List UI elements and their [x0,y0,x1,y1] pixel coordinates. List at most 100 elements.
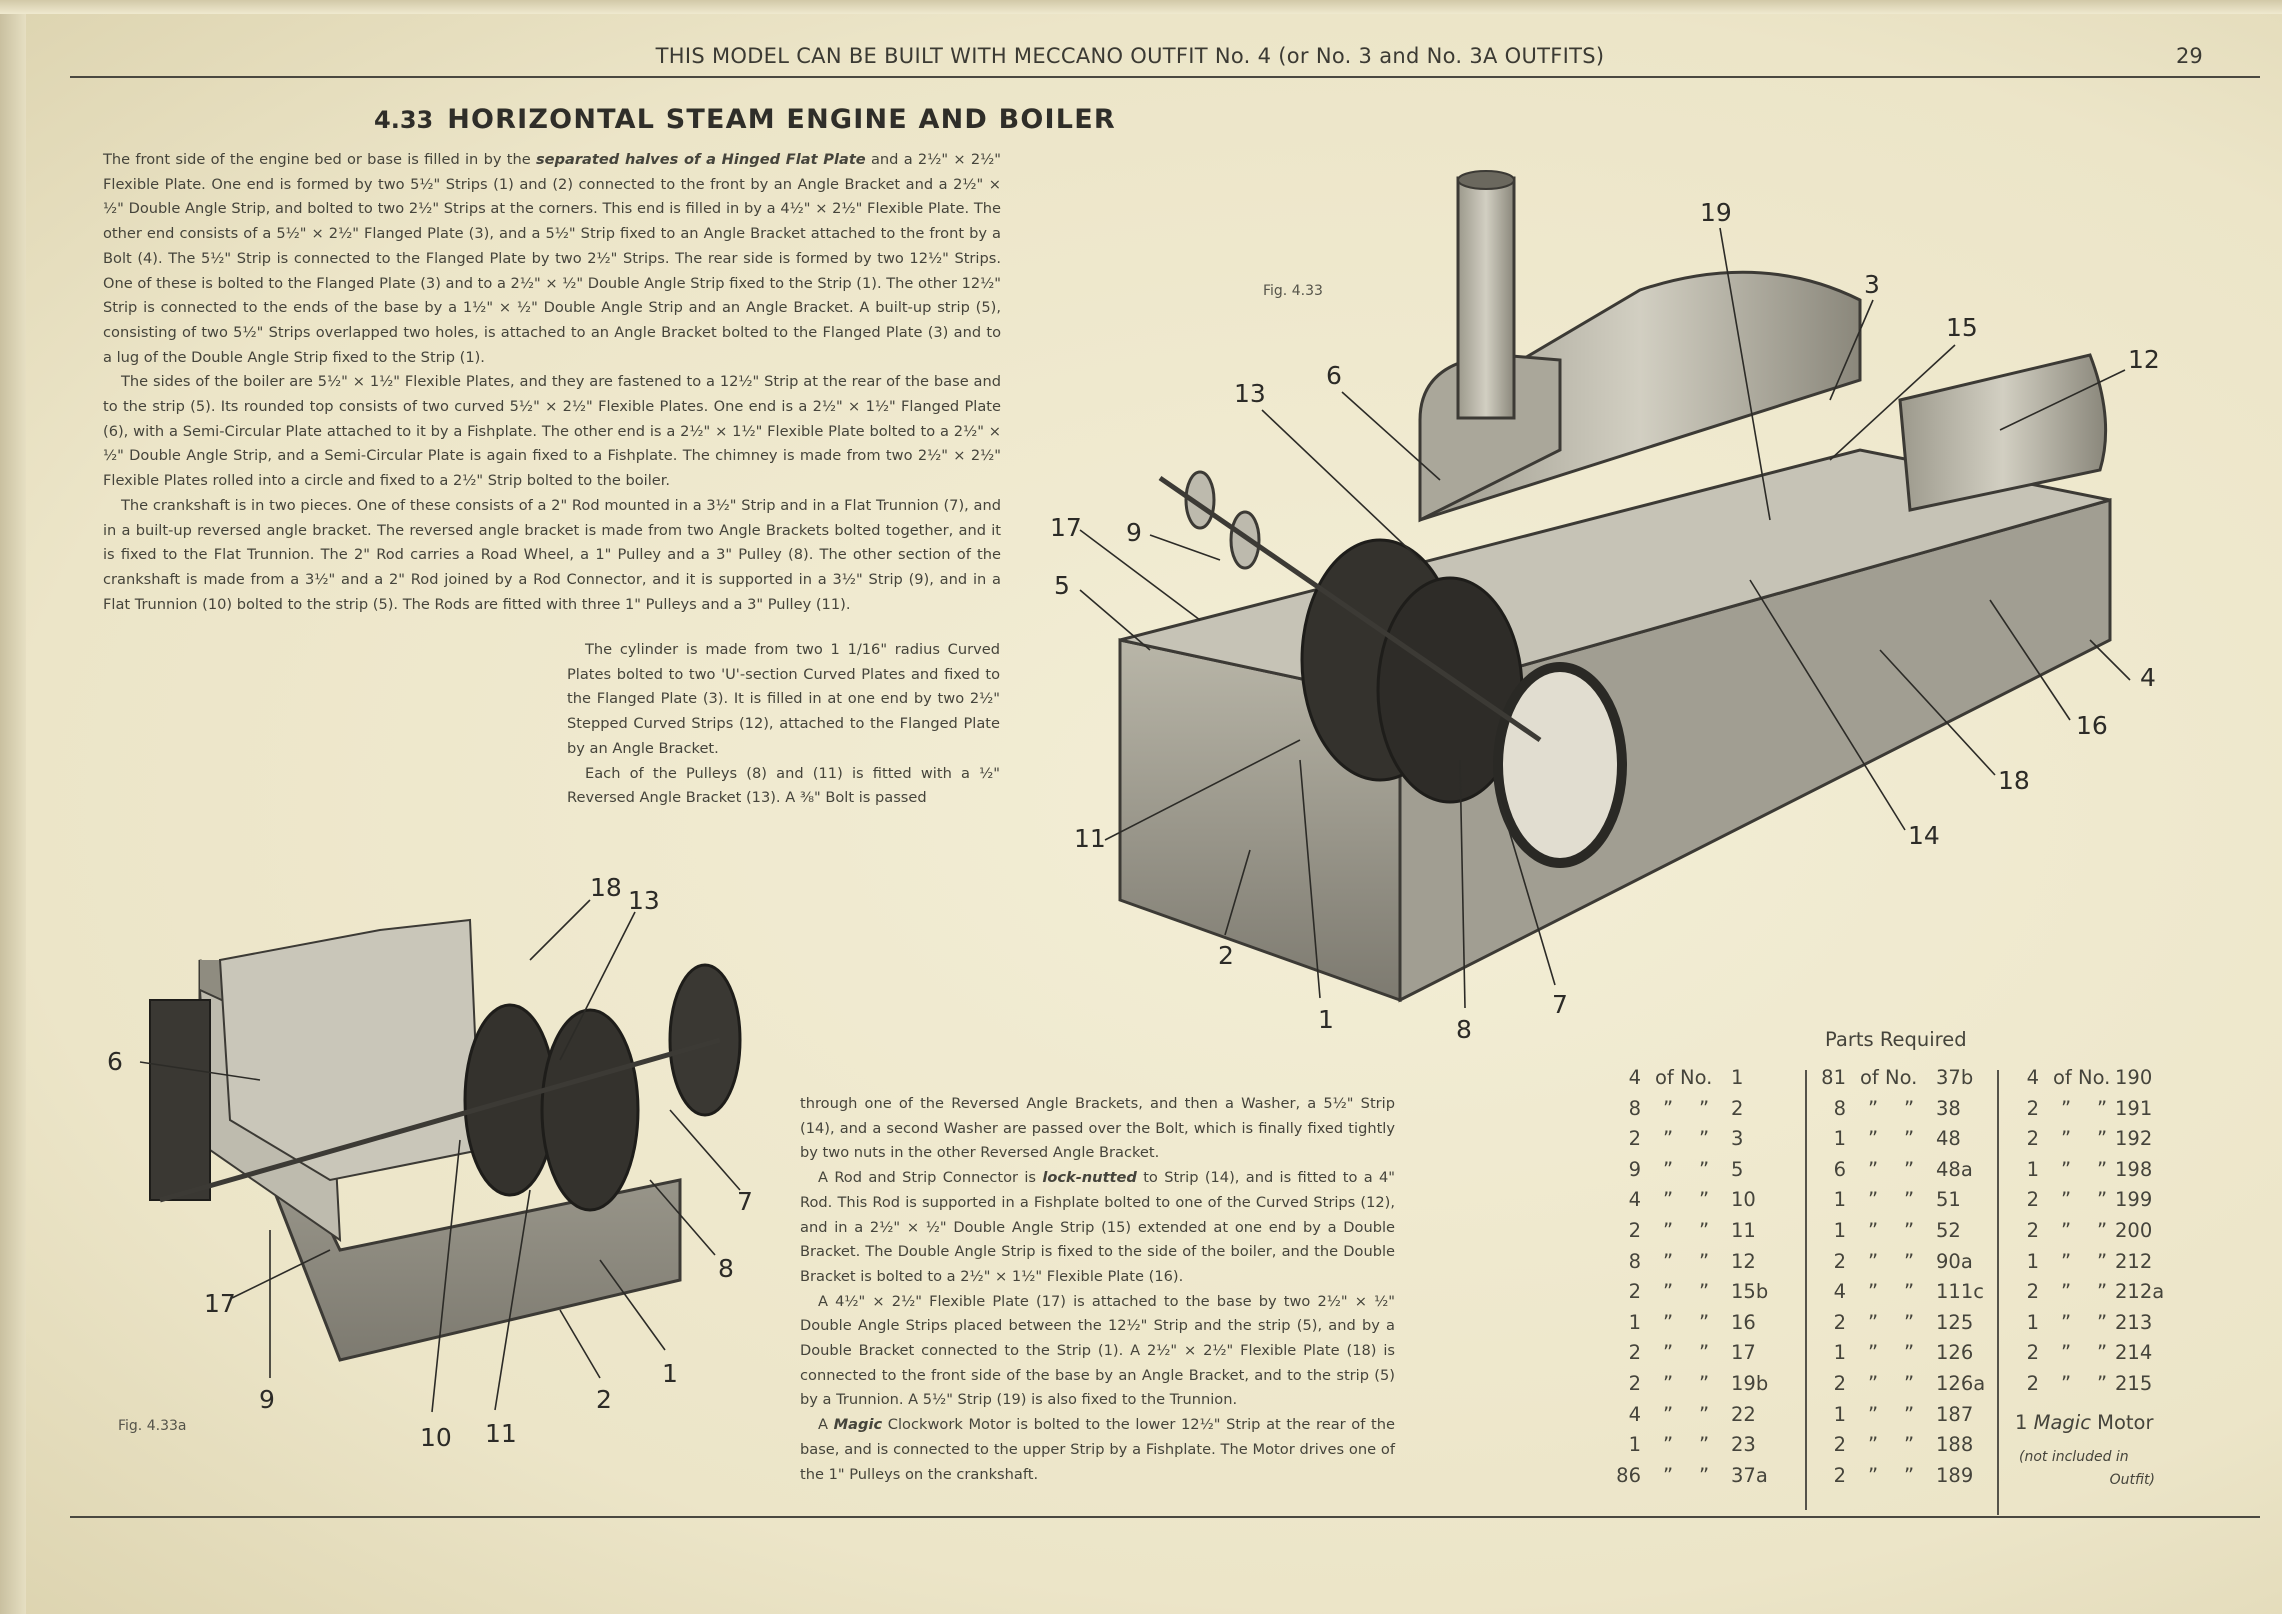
part-number: 37a [1731,1463,1768,1487]
text-run: and a 2½" × 2½" Flexible Plate. One end … [103,151,1001,366]
callout-16: 16 [2076,711,2108,740]
part-qty: 1 [2026,1157,2039,1181]
emphasis-text: separated halves of a Hinged Flat Plate [535,151,866,168]
part-qty: 2 [1833,1463,1846,1487]
paragraph-boiler: The sides of the boiler are 5½" × 1½" Fl… [103,373,1001,490]
text-run: A Rod and Strip Connector is [818,1169,1043,1187]
part-qty: 1 [1833,1218,1846,1242]
part-qty: 1 [1628,1310,1641,1334]
ditto-mark: ” [1868,1463,1879,1487]
ditto-mark: ” [1699,1341,1710,1365]
part-qty: 9 [1628,1157,1641,1181]
paragraph-flexible-plates: A 4½" × 2½" Flexible Plate (17) is attac… [800,1292,1395,1409]
callout-small-7: 7 [737,1187,753,1216]
part-number: 190 [2115,1066,2153,1089]
main-callout-labels: 19 3 15 12 13 6 17 9 5 4 16 18 14 11 2 1… [1050,198,2160,1044]
ditto-mark: ” [2097,1341,2108,1365]
ditto-mark: ” [2097,1096,2108,1120]
motor-brand: Magic [2033,1411,2091,1434]
ditto-mark: ” [2061,1096,2072,1120]
part-number: 38 [1936,1096,1961,1120]
callout-14: 14 [1908,821,1940,850]
part-qty: 4 [1833,1280,1846,1304]
callout-small-10: 10 [420,1423,452,1452]
part-number: 212a [2115,1280,2165,1304]
ditto-mark: ” [1904,1127,1915,1151]
note-line-2: Outfit) [2109,1472,2155,1488]
ditto-mark: ” [1663,1218,1674,1242]
running-header: THIS MODEL CAN BE BUILT WITH MECCANO OUT… [655,44,1605,68]
part-number: 1 [1731,1066,1744,1089]
part-qty: 81 [1821,1066,1846,1089]
part-number: 48a [1936,1157,1973,1181]
ditto-mark: ” [1904,1433,1915,1457]
callout-5: 5 [1054,571,1070,600]
text-run: A [818,1416,834,1434]
ditto-mark: ” [1904,1249,1915,1273]
ditto-mark: ” [1699,1433,1710,1457]
callout-15: 15 [1946,313,1978,342]
part-qty: 2 [1628,1371,1641,1395]
header-rule [70,76,2260,78]
part-number: 126a [1936,1371,1986,1395]
callout-17: 17 [1050,513,1082,542]
part-qty: 1 [1833,1188,1846,1212]
part-qty: 1 [1833,1127,1846,1151]
ditto-mark: ” [1699,1280,1710,1304]
part-qty: 2 [1833,1433,1846,1457]
part-qty: 2 [2026,1127,2039,1151]
main-callout-leaders [1079,227,2131,1009]
ditto-mark: ” [1663,1433,1674,1457]
ditto-mark: ” [1699,1188,1710,1212]
ditto-mark: ” [1904,1371,1915,1395]
ditto-mark: ” [2061,1341,2072,1365]
text-run: The front side of the engine bed or base… [103,151,536,168]
callout-3: 3 [1864,270,1880,299]
of-no-label: of No. [1655,1066,1713,1089]
part-number: 192 [2115,1127,2153,1151]
ditto-mark: ” [1663,1127,1674,1151]
ditto-mark: ” [2061,1218,2072,1242]
ditto-mark: ” [1699,1371,1710,1395]
part-number: 189 [1936,1463,1974,1487]
part-qty: 4 [1628,1402,1641,1426]
magic-motor-line: 1 Magic Motor [2015,1411,2153,1434]
page-top-edge [0,0,2282,14]
small-callout-labels: 18 13 6 7 8 17 1 9 2 10 11 [107,873,753,1452]
ditto-mark: ” [1868,1157,1879,1181]
part-qty: 2 [2026,1096,2039,1120]
part-number: 200 [2115,1218,2153,1242]
part-qty: 8 [1628,1249,1641,1273]
ditto-mark: ” [1868,1188,1879,1212]
part-qty: 2 [2026,1218,2039,1242]
part-qty: 8 [1833,1096,1846,1120]
ditto-mark: ” [2097,1310,2108,1334]
part-number: 5 [1731,1157,1744,1181]
part-number: 12 [1731,1249,1756,1273]
ditto-mark: ” [2061,1157,2072,1181]
callout-2: 2 [1218,941,1234,970]
part-qty: 2 [2026,1371,2039,1395]
ditto-mark: ” [1904,1280,1915,1304]
callout-small-9: 9 [259,1385,275,1414]
callout-12: 12 [2128,345,2160,374]
ditto-mark: ” [1663,1157,1674,1181]
ditto-mark: ” [1663,1463,1674,1487]
figure-label-small: Fig. 4.33a [118,1418,187,1434]
callout-13: 13 [1234,379,1266,408]
part-number: 22 [1731,1402,1756,1426]
ditto-mark: ” [2097,1157,2108,1181]
part-qty: 2 [1628,1127,1641,1151]
callout-small-17: 17 [204,1289,236,1318]
ditto-mark: ” [1868,1249,1879,1273]
callout-11: 11 [1074,824,1106,853]
callout-19: 19 [1700,198,1732,227]
part-number: 48 [1936,1127,1961,1151]
part-number: 125 [1936,1310,1974,1334]
ditto-mark: ” [1663,1341,1674,1365]
text-run: to Strip (14), and is fitted to a 4" Rod… [800,1169,1395,1285]
motor-name: Motor [2097,1411,2154,1434]
part-number: 215 [2115,1371,2153,1395]
part-number: 3 [1731,1127,1744,1151]
